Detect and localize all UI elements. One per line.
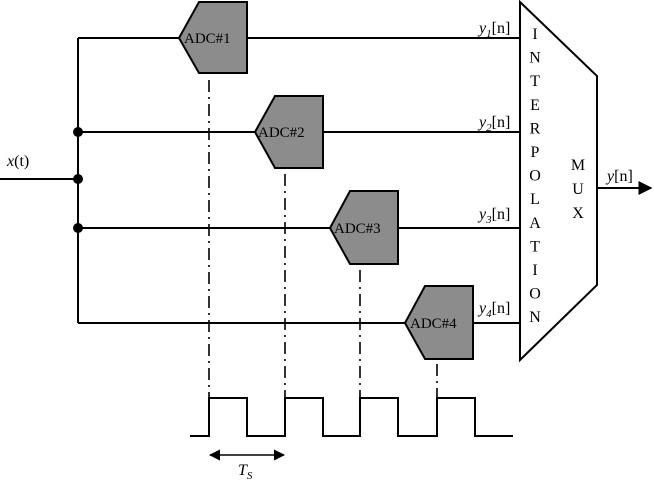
channel-4: ADC#4 [78,285,520,360]
junction-dot [73,174,83,184]
channel-1: ADC#1 [78,1,520,74]
clock-waveform [190,397,513,437]
output-label-4: y4[n] [477,300,510,320]
adc-4-block [403,285,474,360]
channel-3: ADC#3 [78,190,520,265]
period-label: TS [238,462,253,482]
adc-3-label: ADC#3 [334,221,381,237]
output-label-2: y2[n] [477,114,510,134]
adc-1-block [177,1,248,74]
adc-3-block [328,190,399,265]
adc-2-label: ADC#2 [258,125,305,141]
output-label-3: y3[n] [477,206,510,226]
output-label-1: y1[n] [477,20,510,40]
input-wiring [0,38,83,323]
channel-2: ADC#2 [78,95,520,169]
adc-2-block [253,95,324,169]
adc-4-label: ADC#4 [410,316,457,332]
adc-1-label: ADC#1 [184,31,231,47]
timing-guides [208,80,438,398]
interpolation-mux-block [519,0,598,363]
mux-output-label: y[n] [605,168,633,185]
input-label: x(t) [6,153,29,170]
